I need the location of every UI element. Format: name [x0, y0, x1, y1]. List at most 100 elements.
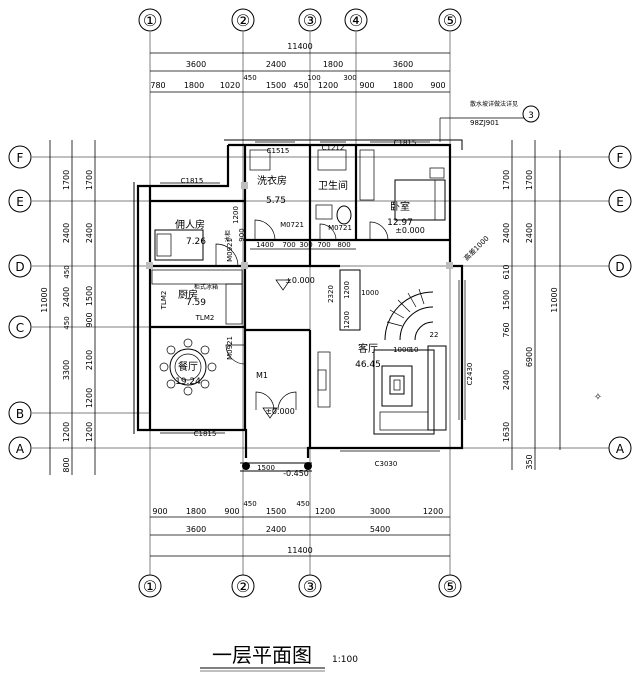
- room-name-kitchen: 厨房: [178, 288, 198, 301]
- dim-top-small-1: 450: [243, 74, 256, 82]
- dim-top-r3-8: 1800: [393, 81, 413, 90]
- room-name-servant: 佣人房: [175, 218, 205, 231]
- axis-bubble-bottom-3: ③: [303, 577, 317, 596]
- room-area-servant: 7.26: [186, 237, 206, 247]
- door-label-m0721-bath: M0721: [328, 224, 352, 232]
- level-hall: ±0.000: [285, 276, 315, 285]
- dim-left-inner-1: 1700: [85, 170, 94, 190]
- dim-int-2: 700: [282, 241, 295, 249]
- dim-bottom-r1-6: 3000: [370, 507, 390, 516]
- dim-left-overall: 11000: [40, 287, 49, 312]
- dim-left-small-2: 450: [63, 316, 71, 329]
- dim-left-outer-5: 1200: [62, 422, 71, 442]
- room-name-living: 客厅: [358, 342, 378, 355]
- dim-top-small-2: 100: [307, 74, 320, 82]
- dim-int-7: 2320: [327, 285, 335, 303]
- dim-bottom-r1-3: 900: [224, 507, 239, 516]
- callout-ref: 98ZJ901: [470, 119, 499, 127]
- room-name-laundry: 洗衣房: [257, 174, 287, 187]
- door-label-m0921-servant: M0921: [226, 238, 234, 262]
- dim-top-r3-9: 900: [430, 81, 445, 90]
- dim-top-overall: 11400: [287, 42, 312, 51]
- dim-int-13: 1500: [257, 464, 275, 472]
- dim-bottom-r1-5: 1200: [315, 507, 335, 516]
- dim-bottom-small-2: 450: [296, 500, 309, 508]
- axis-bubble-right-a: A: [616, 442, 625, 456]
- drawing-title: 一层平面图: [212, 643, 312, 667]
- dim-int-12: 22: [430, 331, 439, 339]
- dim-int-6: 1200: [343, 281, 351, 299]
- callout: 散水坡详做法详见 98ZJ901 3: [439, 100, 540, 142]
- window-label-c1815-servant: C1815: [181, 177, 204, 185]
- dim-left-inner-3: 900: [85, 312, 94, 327]
- dim-right-outer-4: 350: [525, 454, 534, 469]
- drawing-scale: 1:100: [332, 655, 358, 665]
- door-label-tlm2-kitchen: TLM2: [195, 314, 215, 322]
- door-labels: M0721 M0721 M0921 M0921 M1 TLM2 TLM2: [160, 221, 352, 380]
- axis-bubble-left-e: E: [16, 195, 24, 209]
- window-label-c1815-dining: C1815: [194, 430, 217, 438]
- crosshair-icon: ✧: [594, 392, 602, 403]
- dim-bottom-r1-4: 1500: [266, 507, 286, 516]
- dim-top-r3-2: 1800: [184, 81, 204, 90]
- level-marks: ±0.000 ±0.000 ±0.000 -0.450: [262, 226, 425, 478]
- dim-int-9: 1000: [361, 289, 379, 297]
- dim-left-small-1: 450: [63, 265, 71, 278]
- window-label-c1212: C1212: [322, 144, 345, 152]
- axis-bubble-right-f: F: [617, 151, 624, 165]
- spiral-stair: [339, 269, 434, 341]
- dim-top-r3-7: 900: [359, 81, 374, 90]
- left-dimensions: 11000 1700 2400 2400 3300 1200 800 1700 …: [40, 140, 96, 475]
- dim-right-inner-1: 1700: [502, 170, 511, 190]
- dim-bottom-r1-2: 1800: [186, 507, 206, 516]
- top-dimensions: 11400 3600 2400 1800 3600 780 1800 1020 …: [150, 42, 450, 93]
- axis-bubble-left-f: F: [17, 151, 24, 165]
- dim-top-r3-3: 1020: [220, 81, 240, 90]
- dim-left-outer-6: 800: [62, 457, 71, 472]
- dim-top-r3-6: 1200: [318, 81, 338, 90]
- level-entry: ±0.000: [265, 407, 295, 416]
- axis-bubble-left-a: A: [16, 442, 25, 456]
- dim-right-inner-7: 1630: [502, 422, 511, 442]
- walls: [133, 139, 464, 472]
- room-area-kitchen: 7.59: [186, 298, 206, 308]
- dim-bottom-r1-7: 1200: [423, 507, 443, 516]
- dim-top-r2-4: 3600: [393, 60, 413, 69]
- axis-bubble-top-2: ②: [236, 11, 250, 30]
- dim-right-inner-3: 610: [502, 264, 511, 279]
- dim-bottom-r2-2: 2400: [266, 525, 286, 534]
- dim-int-15: 1200: [232, 206, 240, 224]
- dim-int-11: 10: [410, 346, 419, 354]
- dim-int-1: 1400: [256, 241, 274, 249]
- dim-int-14: 900: [238, 228, 246, 241]
- room-labels: 洗衣房 5.75 卫生间 卧室 12.97 佣人房 7.26 厨房 7.59 餐…: [175, 174, 413, 387]
- dim-right-inner-4: 1500: [502, 290, 511, 310]
- axis-bubble-left-b: B: [16, 407, 24, 421]
- dim-left-outer-2: 2400: [62, 223, 71, 243]
- room-name-bedroom: 卧室: [390, 200, 410, 213]
- door-swings: [215, 219, 389, 411]
- axis-bubbles-bottom: ① ② ③ ⑤: [138, 574, 462, 598]
- room-area-bedroom: 12.97: [387, 218, 413, 228]
- dim-int-8: 1200: [343, 311, 351, 329]
- dim-int-10: 1000: [393, 346, 411, 354]
- columns: [146, 182, 453, 470]
- window-openings: [160, 141, 466, 452]
- dim-right-outer-1: 1700: [525, 170, 534, 190]
- axis-bubble-left-d: D: [15, 260, 24, 274]
- label-height-diff: 高差1000: [462, 234, 491, 263]
- drawing-title-block: 一层平面图 1:100: [200, 643, 358, 672]
- axis-bubbles-left: F E D C B A: [8, 145, 32, 460]
- dim-int-4: 700: [317, 241, 330, 249]
- level-porch: -0.450: [283, 469, 309, 478]
- label-fridge: 柜式冰箱: [194, 283, 218, 291]
- door-label-m0721-laundry: M0721: [280, 221, 304, 229]
- label-freezer: 冰柜: [224, 230, 232, 242]
- axis-bubble-top-1: ①: [143, 11, 157, 30]
- dim-right-outer-3: 6900: [525, 347, 534, 367]
- dim-bottom-r2-1: 3600: [186, 525, 206, 534]
- dim-right-outer-2: 2400: [525, 223, 534, 243]
- dim-int-3: 300: [299, 241, 312, 249]
- dim-right-inner-5: 760: [502, 322, 511, 337]
